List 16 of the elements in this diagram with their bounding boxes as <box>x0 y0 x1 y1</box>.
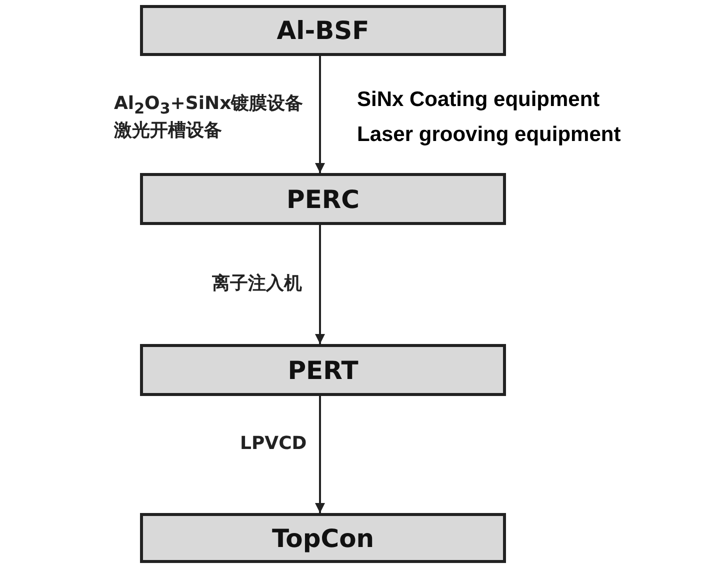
arrow <box>315 225 325 344</box>
edge-label: 离子注入机 <box>212 272 303 296</box>
stage-label: PERT <box>288 356 358 384</box>
arrow <box>315 56 325 173</box>
process-box <box>140 344 506 396</box>
stage-label: TopCon <box>272 524 374 552</box>
translation-note: Laser grooving equipment <box>357 123 621 147</box>
process-box <box>140 5 506 56</box>
stage-label: PERC <box>286 184 360 214</box>
stage-label: Al-BSF <box>276 16 370 45</box>
edge-label: LPVCD <box>240 432 308 456</box>
arrow <box>315 396 325 513</box>
process-box <box>140 173 506 225</box>
process-box <box>140 513 506 563</box>
translation-note: SiNx Coating equipment <box>357 88 600 112</box>
edge-label: Al$_{2}$O$_{3}$+SiNx镀膜设备激光开槽设备 <box>114 92 304 143</box>
